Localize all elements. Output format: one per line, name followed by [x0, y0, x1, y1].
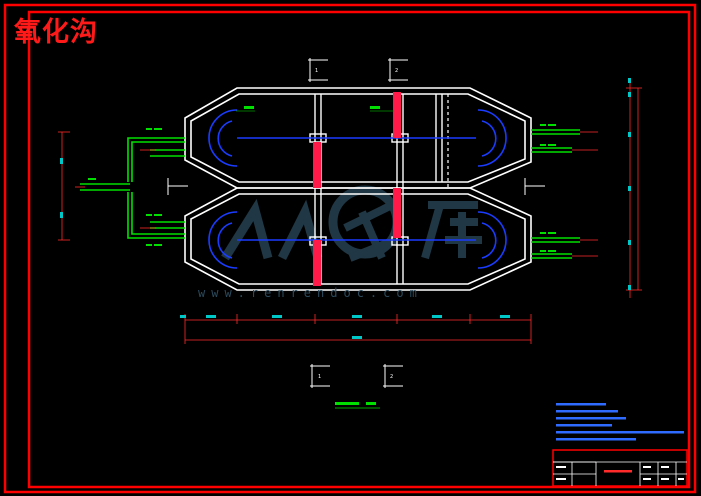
dimension-lines-left [58, 131, 70, 241]
section-marker-bottom-2: 2 [383, 364, 403, 388]
plan-caption [335, 402, 380, 409]
notes-block [556, 403, 684, 441]
svg-text:2: 2 [395, 68, 398, 74]
title-block [552, 449, 688, 487]
inner-frame [27, 10, 691, 489]
dimension-text-left [60, 158, 63, 218]
watermark-url: www.renrendoc.com [198, 286, 423, 300]
svg-text:1: 1 [315, 68, 318, 74]
section-marker-right [524, 178, 545, 195]
section-marker-bottom-1: 1 [310, 364, 330, 388]
svg-text:2: 2 [390, 374, 393, 380]
drawing-title: 氧化沟 [14, 17, 98, 48]
section-marker-top-1: 1 [308, 58, 328, 82]
dimension-lines-bottom [184, 314, 532, 344]
section-marker-left [167, 178, 188, 195]
svg-text:1: 1 [318, 374, 321, 380]
pipe-tags [88, 124, 556, 252]
watermark-logo [221, 185, 482, 262]
dimension-text-bottom [180, 315, 510, 339]
aeration-brushes [313, 92, 401, 286]
section-marker-top-2: 2 [388, 58, 408, 82]
flow-lines [208, 109, 507, 269]
title-block-text [556, 466, 684, 480]
outlet-pipes [531, 129, 580, 259]
outlet-arrows [572, 131, 598, 257]
inlet-pipes [80, 137, 185, 239]
inlet-arrows [75, 149, 155, 229]
brush-labels [236, 106, 393, 112]
dimension-text-right [628, 78, 631, 290]
outer-frame [3, 3, 697, 494]
